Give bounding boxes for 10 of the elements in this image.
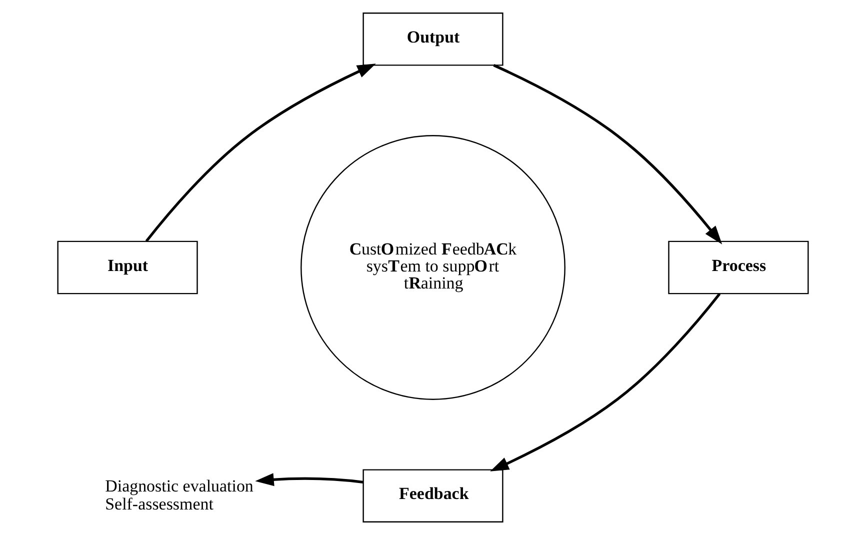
arrow [145,64,376,242]
node-text: Diagnostic evaluation Self-assessment [105,476,254,514]
arrow [493,64,722,244]
arrow [490,292,721,472]
arrow [255,473,364,486]
node-box: Output [362,12,504,66]
node-box: Feedback [362,469,504,523]
node-box: Process [668,240,809,294]
node-box: Input [57,240,198,294]
node-circle: CustOmized FeedbACk sysTem to suppOrt tRaining [300,135,566,400]
